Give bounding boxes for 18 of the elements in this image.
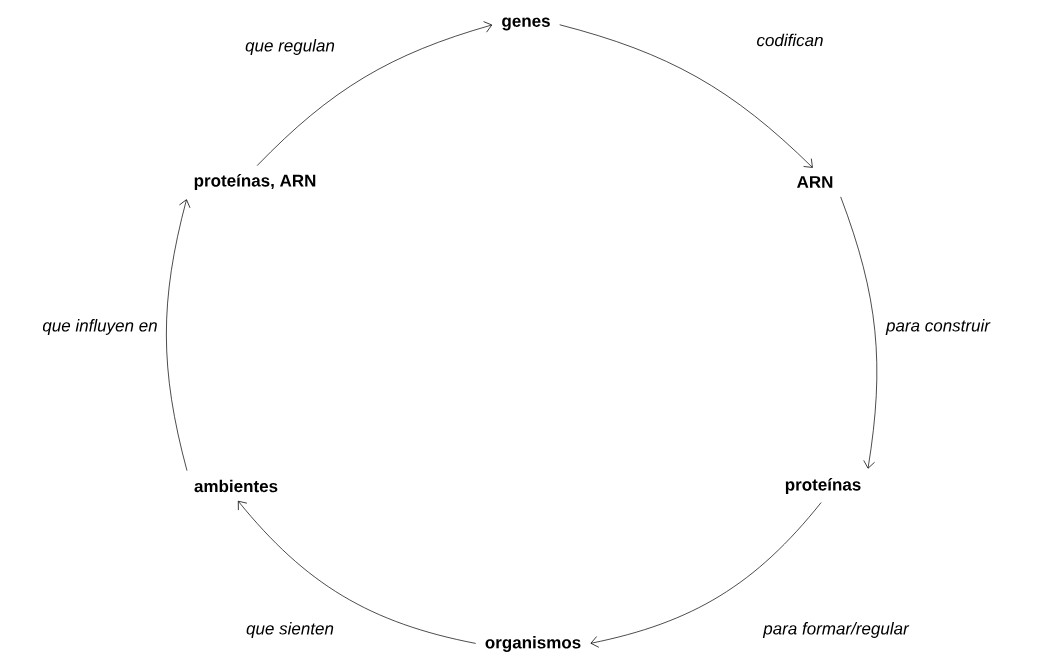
node-label: ambientes bbox=[194, 479, 278, 493]
edge-label: que sienten bbox=[244, 620, 336, 640]
edge-label: para construir bbox=[884, 317, 992, 337]
arrow bbox=[840, 196, 878, 469]
node-label: proteínas bbox=[785, 478, 861, 494]
edge-label: para formar/regular bbox=[761, 620, 911, 640]
node-label: ARN bbox=[797, 176, 833, 188]
arrow bbox=[559, 24, 813, 168]
edge-label: codifican bbox=[754, 31, 826, 49]
arrow bbox=[237, 500, 477, 644]
node-label: organismos bbox=[485, 636, 581, 652]
arrow bbox=[590, 502, 822, 648]
node-label: proteínas, ARN bbox=[194, 174, 316, 190]
edge-label: que influyen en bbox=[40, 317, 160, 337]
edge-label: que regulan bbox=[243, 37, 337, 57]
node-label: genes bbox=[502, 17, 550, 31]
arrow bbox=[166, 199, 191, 471]
arrow bbox=[256, 21, 493, 166]
